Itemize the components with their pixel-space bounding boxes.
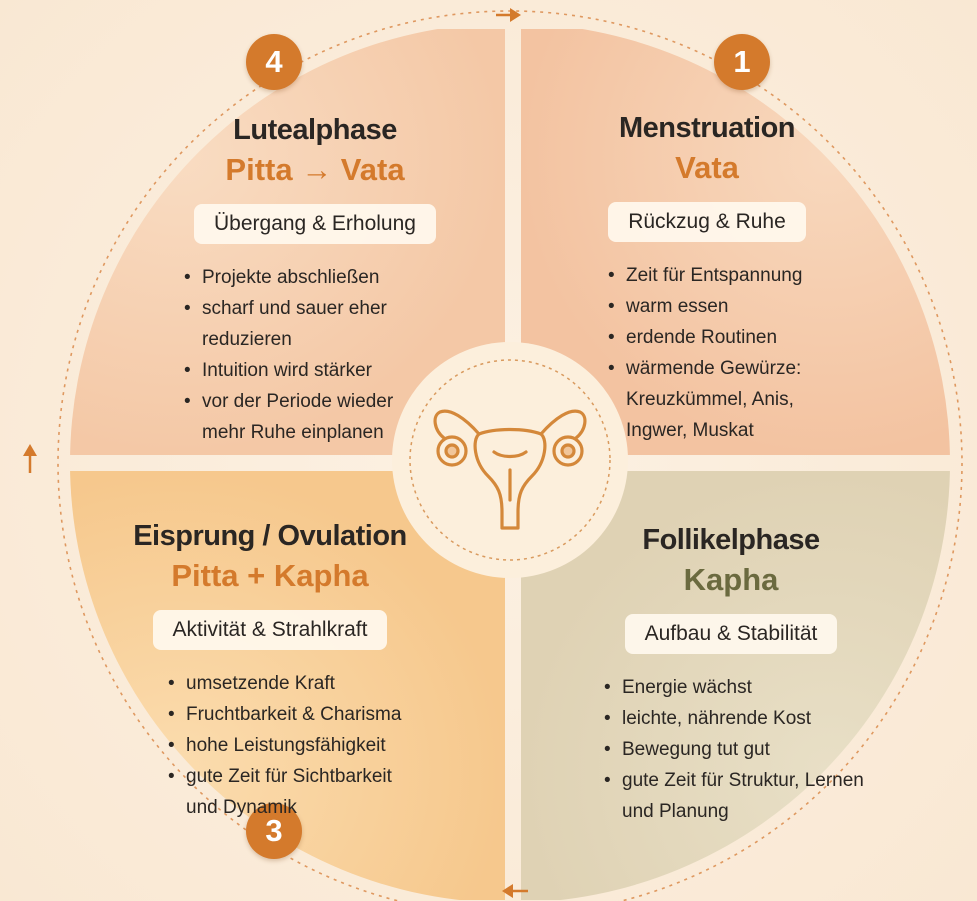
phase-theme: Rückzug & Ruhe <box>608 202 806 242</box>
phase-title: Lutealphase <box>233 114 397 146</box>
list-item: leichte, nährende Kost <box>602 703 866 734</box>
tips-list: umsetzende Kraft Fruchtbarkeit & Charism… <box>166 668 426 823</box>
quadrant-menstruation: Menstruation Vata Rückzug & Ruhe Zeit fü… <box>580 110 834 446</box>
center-disc <box>392 342 628 578</box>
list-item: wärmende Gewürze: Kreuzkümmel, Anis, Ing… <box>606 353 834 446</box>
quadrant-follikel: Follikelphase Kapha Aufbau & Stabilität … <box>596 522 866 827</box>
list-item: Intuition wird stärker <box>182 355 422 386</box>
list-item: Energie wächst <box>602 672 866 703</box>
list-item: hohe Leistungsfähigkeit <box>166 730 426 761</box>
quadrant-ovulation: Eisprung / Ovulation Pitta + Kapha Aktiv… <box>120 518 420 823</box>
list-item: scharf und sauer eher reduzieren <box>182 293 422 355</box>
dosha-label: Pitta → Vata <box>225 152 405 187</box>
list-item: erdende Routinen <box>606 322 834 353</box>
arrow-bottom-icon <box>502 884 513 898</box>
dosha-label: Kapha <box>683 562 779 597</box>
phase-number-badge-1: 1 <box>714 34 770 90</box>
dosha-label: Vata <box>675 150 739 185</box>
list-item: Projekte abschließen <box>182 262 422 293</box>
phase-theme: Aktivität & Strahlkraft <box>152 610 388 650</box>
list-item: Zeit für Entspannung <box>606 260 834 291</box>
uterus-icon <box>433 409 587 530</box>
tips-list: Energie wächst leichte, nährende Kost Be… <box>602 672 866 827</box>
dosha-label: Pitta + Kapha <box>171 558 369 593</box>
tips-list: Zeit für Entspannung warm essen erdende … <box>606 260 834 446</box>
phase-title: Follikelphase <box>642 524 820 556</box>
list-item: Bewegung tut gut <box>602 734 866 765</box>
phase-number-badge-4: 4 <box>246 34 302 90</box>
list-item: umsetzende Kraft <box>166 668 426 699</box>
phase-theme: Aufbau & Stabilität <box>624 614 838 654</box>
arrow-left-icon <box>23 444 37 456</box>
center-dotted-ring <box>409 359 611 561</box>
quadrant-luteal: Lutealphase Pitta → Vata Übergang & Erho… <box>170 112 460 448</box>
list-item: warm essen <box>606 291 834 322</box>
list-item: gute Zeit für Sichtbarkeit und Dynamik <box>166 761 426 823</box>
phase-theme: Übergang & Erholung <box>194 204 436 244</box>
phase-title: Eisprung / Ovulation <box>133 520 407 552</box>
list-item: Fruchtbarkeit & Charisma <box>166 699 426 730</box>
list-item: gute Zeit für Struktur, Lernen und Planu… <box>602 765 866 827</box>
phase-title: Menstruation <box>618 112 796 144</box>
tips-list: Projekte abschließen scharf und sauer eh… <box>182 262 422 448</box>
list-item: vor der Periode wieder mehr Ruhe einplan… <box>182 386 422 448</box>
arrow-top-icon <box>510 8 521 22</box>
